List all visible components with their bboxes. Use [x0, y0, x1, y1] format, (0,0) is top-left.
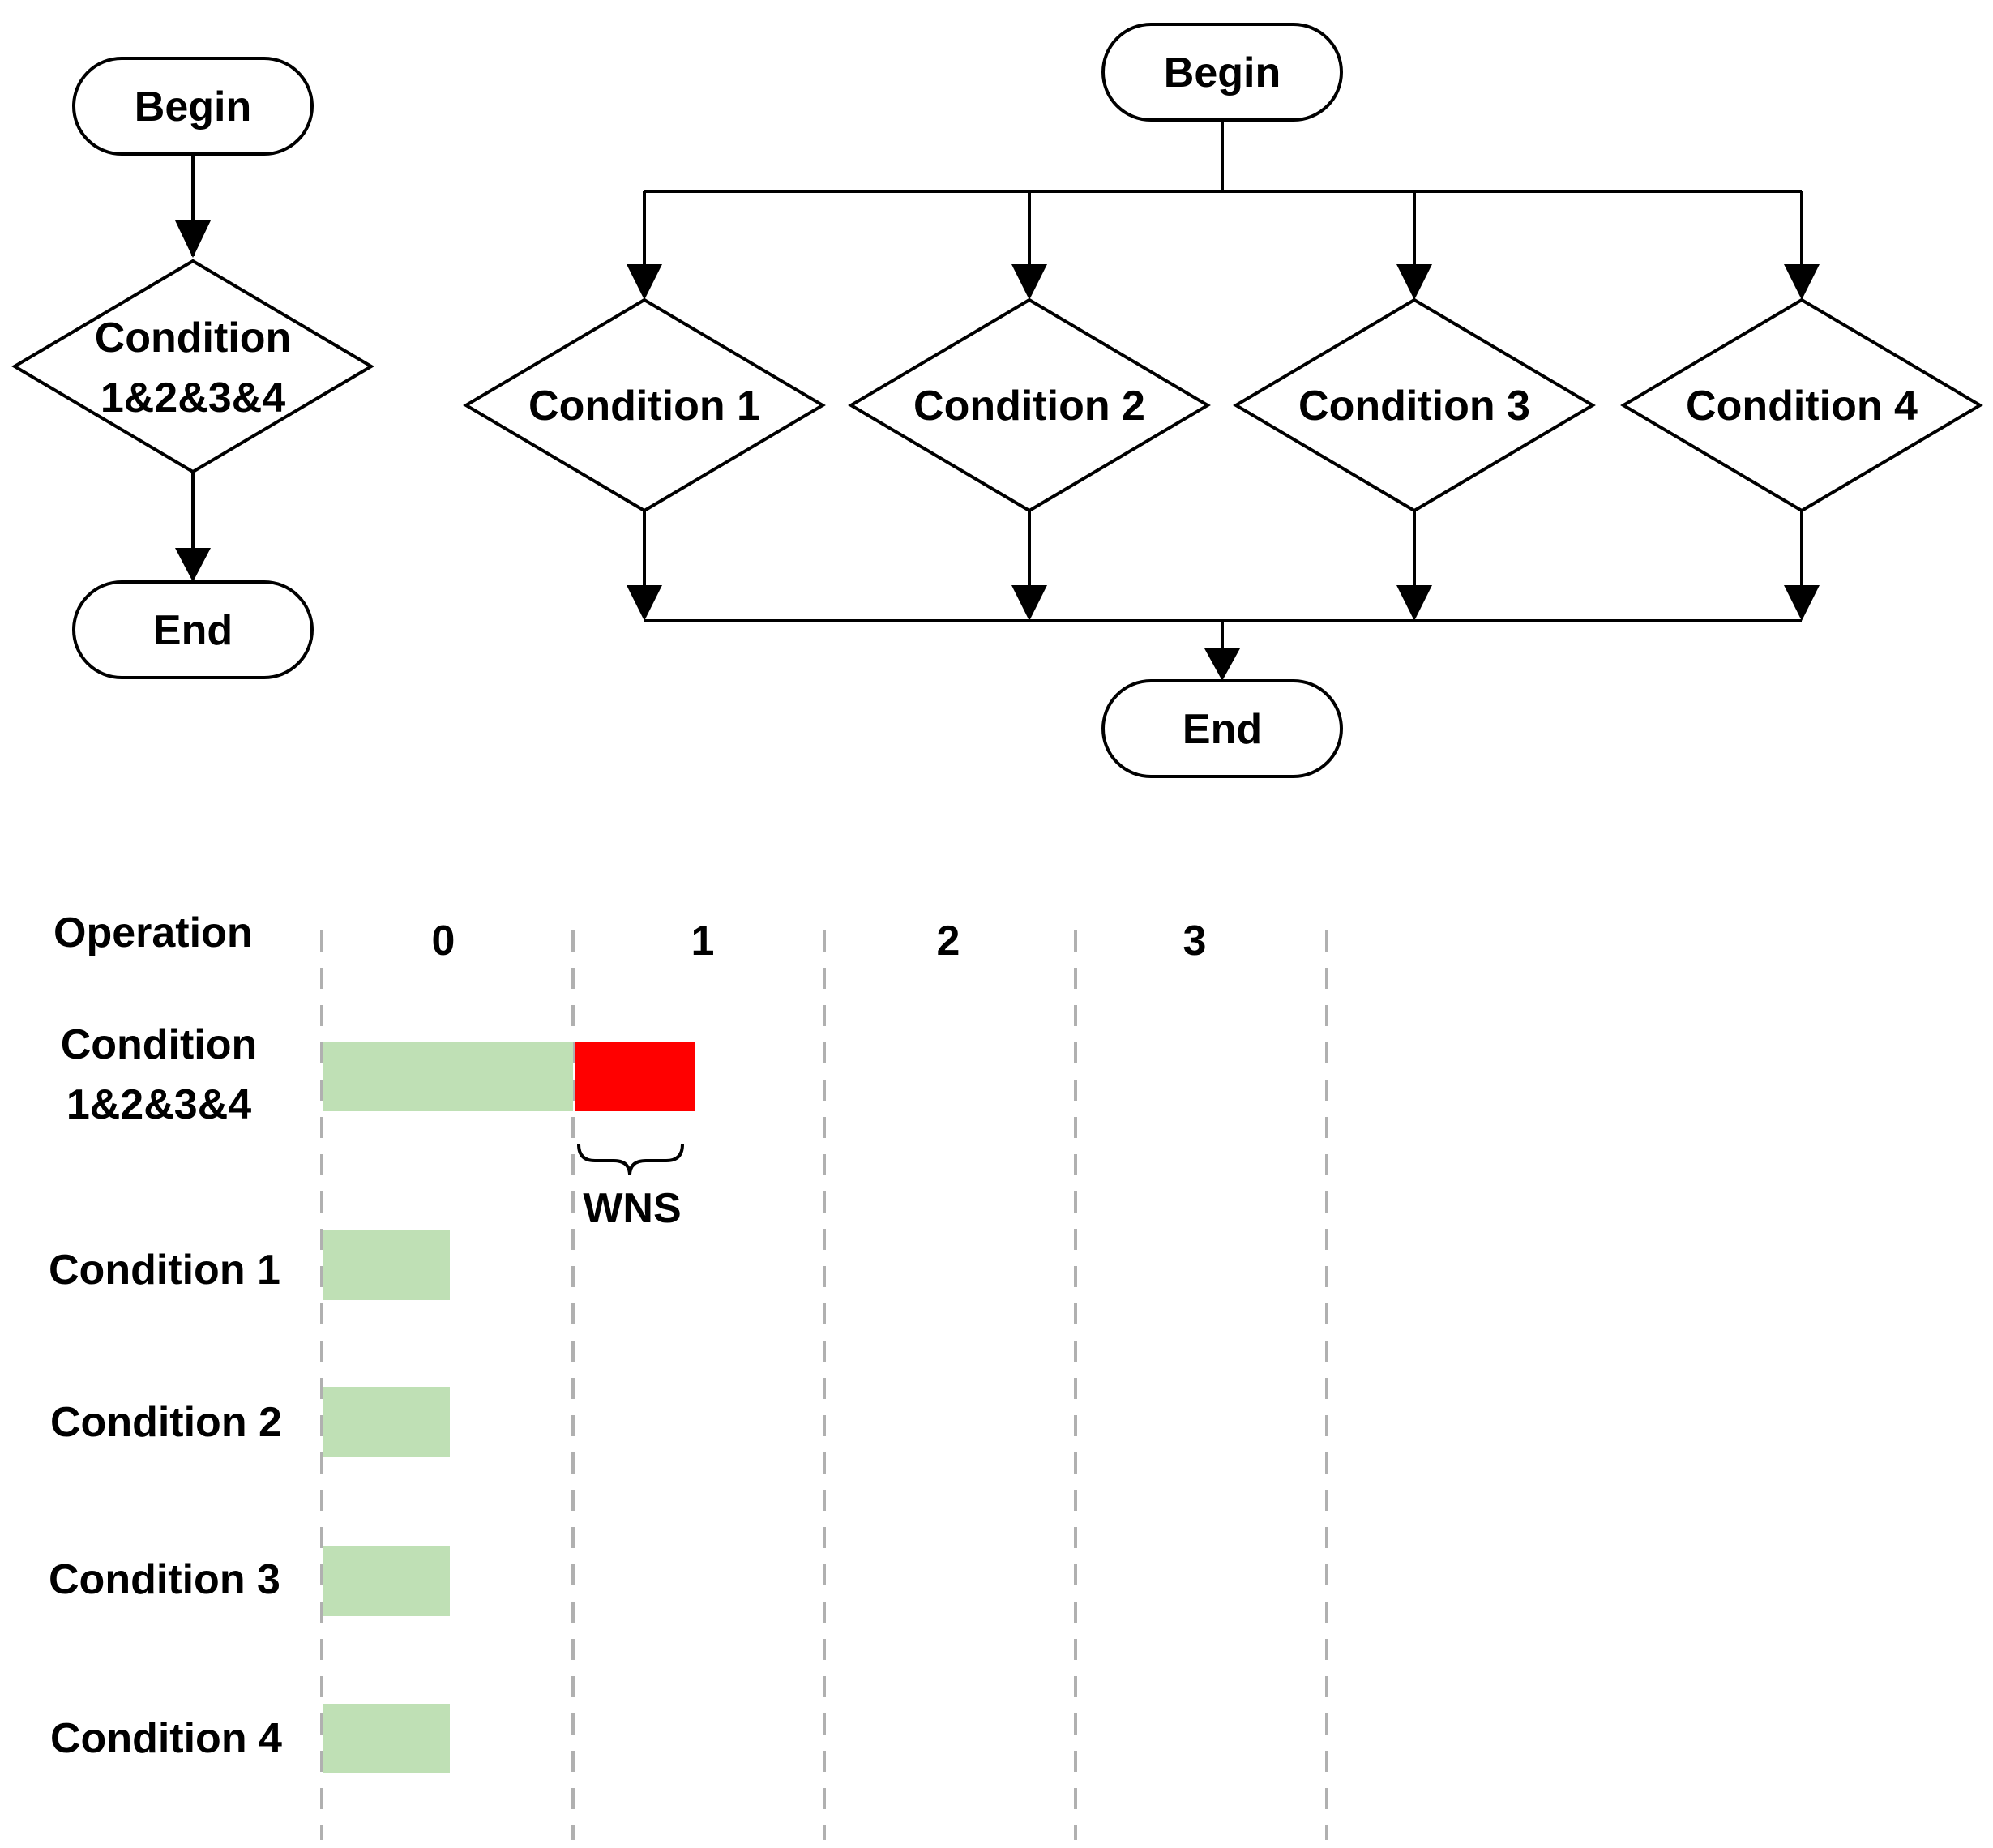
condition-1-label: Condition 1	[528, 383, 760, 430]
branch3-in-arrowhead	[1396, 264, 1432, 300]
column-label-0: 0	[432, 918, 455, 965]
row-label-condition-1: Condition 1	[49, 1247, 280, 1294]
branch2-out-arrowhead	[1011, 585, 1047, 621]
left-condition-label-line1: Condition	[95, 314, 292, 361]
branch1-out-arrowhead	[627, 585, 662, 621]
column-label-2: 2	[937, 918, 960, 965]
branch3-out-arrowhead	[1396, 585, 1432, 621]
left-flowchart: Begin Condition 1&2&3&4 End	[11, 57, 374, 679]
condition-3-label: Condition 3	[1298, 383, 1530, 430]
condition-2-label: Condition 2	[913, 383, 1145, 430]
condition-4-label: Condition 4	[1686, 383, 1918, 430]
combined-ok-bar	[323, 1042, 573, 1111]
wns-brace	[577, 1144, 684, 1176]
branch1-in-arrowhead	[627, 264, 662, 300]
right-end-arrowhead	[1204, 648, 1240, 681]
right-end-label: End	[1183, 706, 1262, 753]
row-label-condition-4: Condition 4	[50, 1715, 282, 1762]
left-arrowhead-1	[175, 220, 211, 258]
combined-violation-bar	[575, 1042, 695, 1111]
row-label-combined-line2: 1&2&3&4	[66, 1081, 251, 1128]
left-begin-label: Begin	[135, 83, 251, 130]
row-label-combined-line1: Condition	[61, 1021, 258, 1068]
operation-header: Operation	[53, 909, 253, 956]
column-label-3: 3	[1183, 918, 1207, 965]
timing-diagram: Operation 0 1 2 3 Condition 1&2&3&4 WNS …	[49, 909, 1328, 1840]
left-arrowhead-2	[175, 548, 211, 582]
left-end-label: End	[153, 607, 233, 654]
condition-2-ok-bar	[323, 1387, 450, 1457]
wns-label: WNS	[583, 1185, 681, 1232]
condition-3-ok-bar	[323, 1546, 450, 1616]
column-label-1: 1	[691, 918, 715, 965]
branch4-in-arrowhead	[1784, 264, 1820, 300]
row-label-condition-3: Condition 3	[49, 1556, 280, 1603]
right-flowchart: Begin Condition 1 Condition 2 Condition …	[463, 23, 1983, 778]
left-condition-label-line2: 1&2&3&4	[101, 374, 285, 421]
condition-4-ok-bar	[323, 1704, 450, 1773]
left-condition-diamond	[11, 259, 374, 474]
branch4-out-arrowhead	[1784, 585, 1820, 621]
left-end-terminal	[72, 580, 314, 679]
branch2-in-arrowhead	[1011, 264, 1047, 300]
row-label-condition-2: Condition 2	[50, 1399, 282, 1446]
condition-1-ok-bar	[323, 1230, 450, 1300]
right-begin-label: Begin	[1164, 49, 1281, 96]
right-end-terminal	[1101, 679, 1343, 778]
